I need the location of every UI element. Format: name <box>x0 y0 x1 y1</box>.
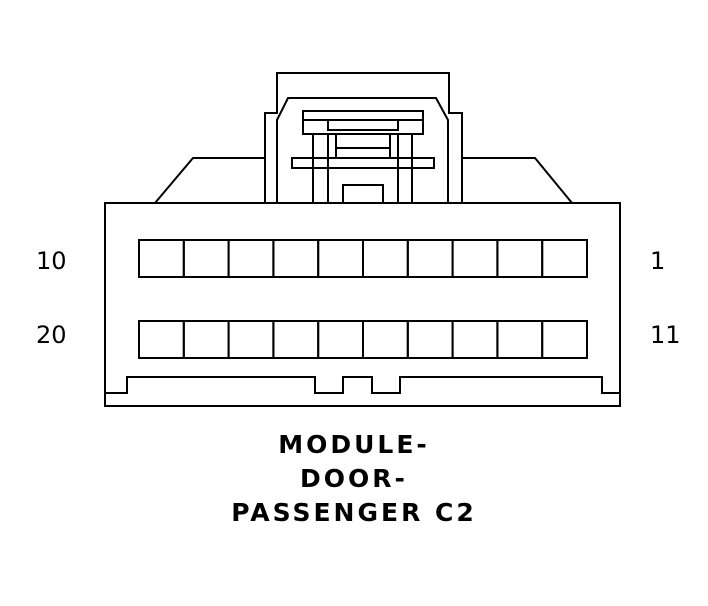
bottom-row-cavity <box>406 320 454 359</box>
title-line-3: PASSENGER C2 <box>231 498 477 527</box>
latch-outer-left <box>264 72 463 203</box>
cavity-rows <box>138 239 589 359</box>
bottom-row-cavity <box>496 320 544 359</box>
top-row-right-pin-label: 1 <box>650 247 666 275</box>
bottom-key-profile <box>105 376 620 394</box>
top-row-cavity <box>541 239 589 278</box>
bottom-row-cavity <box>541 320 589 359</box>
latch-lever <box>302 110 424 135</box>
bottom-row-cavity <box>182 320 230 359</box>
top-row-cavity <box>227 239 275 278</box>
top-row-cavity <box>182 239 230 278</box>
title-line-2: DOOR- <box>300 464 408 493</box>
connector-body <box>104 202 621 407</box>
bottom-row-right-pin-label: 11 <box>650 321 681 349</box>
latch-crossbar <box>291 157 435 169</box>
bottom-row-cavity <box>451 320 499 359</box>
top-row-cavity <box>317 239 365 278</box>
bottom-row-cavity <box>272 320 320 359</box>
bottom-row-cavity <box>138 320 185 359</box>
top-row-cavity <box>362 239 409 278</box>
top-row-cavity <box>406 239 454 278</box>
bottom-row-left-pin-label: 20 <box>36 321 67 349</box>
top-row-left-pin-label: 10 <box>36 247 67 275</box>
latch-inner-left <box>276 97 449 203</box>
connector-title: MODULE- DOOR- PASSENGER C2 <box>0 428 708 530</box>
top-row-cavity <box>451 239 499 278</box>
bottom-row-cavity <box>317 320 365 359</box>
right-shoulder <box>462 157 573 204</box>
center-key-block <box>342 184 384 204</box>
title-line-1: MODULE- <box>278 430 430 459</box>
top-row-cavity <box>496 239 544 278</box>
left-shoulder <box>154 157 265 204</box>
top-row-cavity <box>138 239 185 278</box>
bottom-row-cavity <box>227 320 275 359</box>
top-row-cavity <box>272 239 320 278</box>
bottom-row-cavity <box>362 320 409 359</box>
